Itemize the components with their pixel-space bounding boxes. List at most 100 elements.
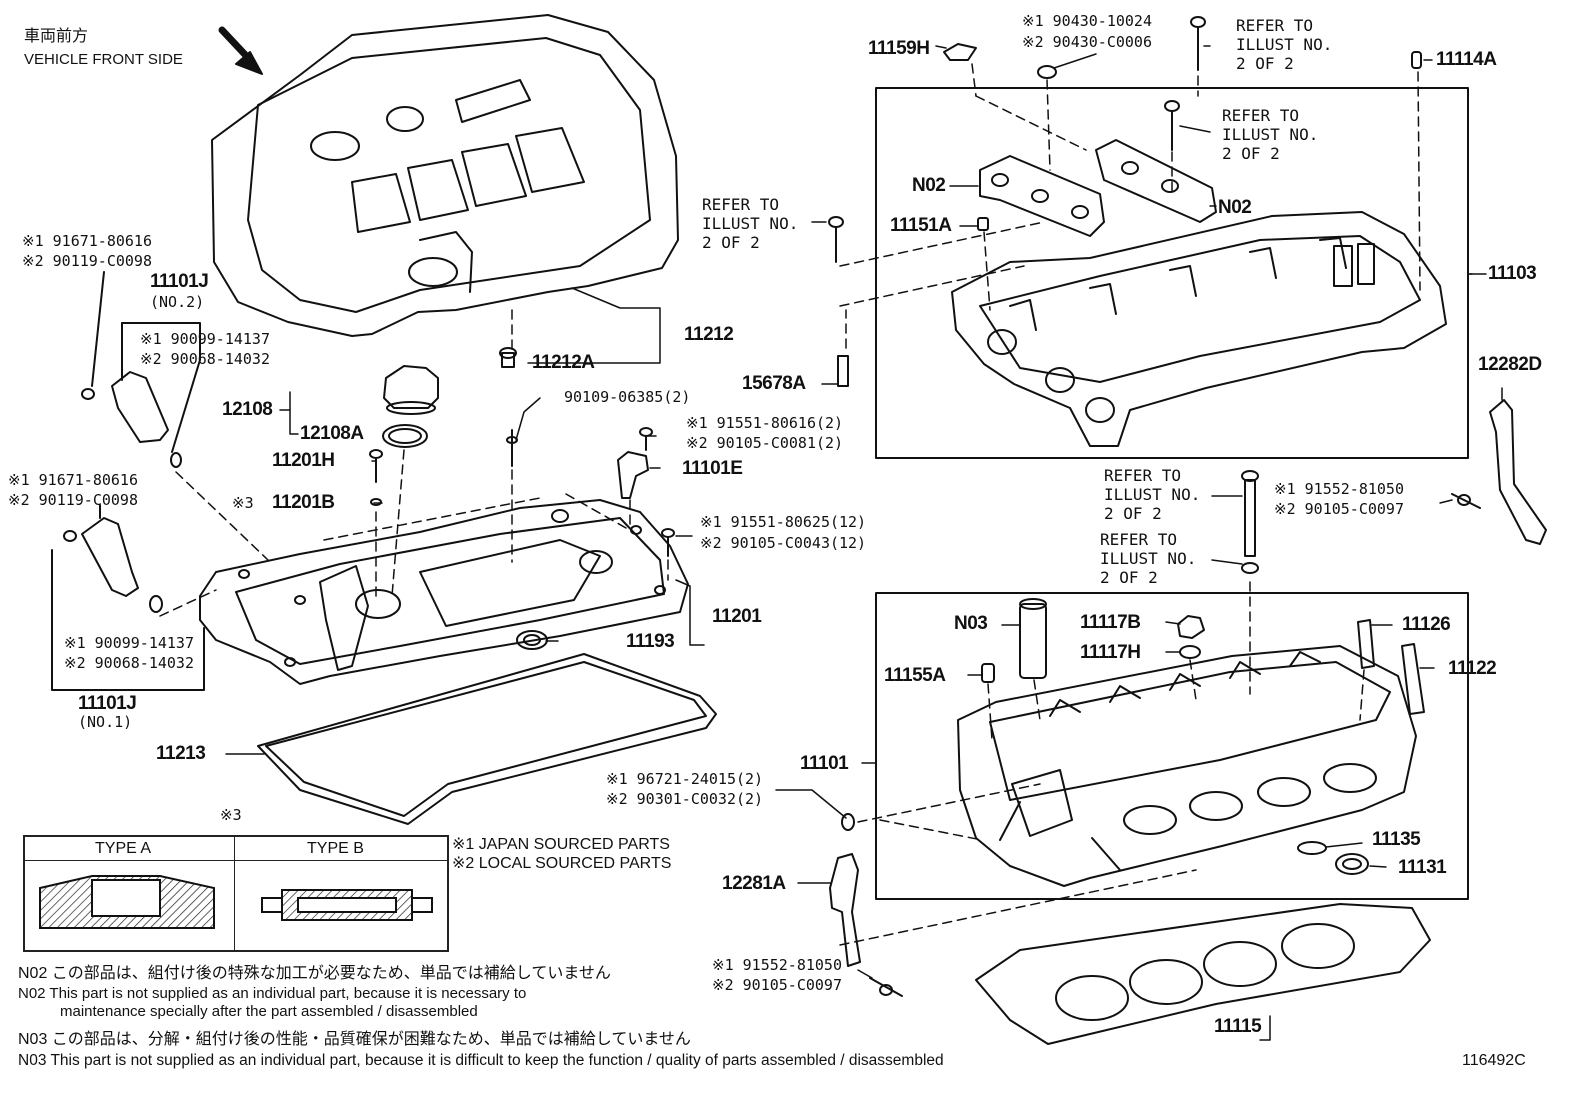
part-11159H[interactable]: 11159H: [868, 38, 930, 59]
cylinder-head-cover-drawing: [199, 499, 689, 685]
refer-illust-1: REFER TO ILLUST NO. 2 OF 2: [1236, 16, 1333, 73]
part-11101J-no2[interactable]: 11101J: [150, 271, 209, 292]
part-12108A[interactable]: 12108A: [300, 423, 364, 444]
code-90105-C0081: ※2 90105-C0081(2): [686, 434, 844, 452]
code-90301-C0032: ※2 90301-C0032(2): [606, 790, 764, 808]
note-n03-jp: N03 この部品は、分解・組付け後の性能・品質確保が困難なため、単品では補給して…: [18, 1031, 691, 1048]
cylinder-head-small-parts: [841, 598, 1425, 875]
legend-local-sourced: ※2 LOCAL SOURCED PARTS: [452, 855, 672, 872]
leader-lines: [225, 45, 1503, 1041]
code-91552-81050-a: ※1 91552-81050: [1274, 480, 1404, 498]
note-n02-en-1: N02 This part is not supplied as an indi…: [18, 985, 527, 1002]
legend-mark: ※3: [220, 806, 242, 824]
note-n02-en-2: maintenance specially after the part ass…: [60, 1003, 478, 1020]
note-n03-en: N03 This part is not supplied as an indi…: [18, 1052, 944, 1069]
head-bolt-drawing: [1241, 470, 1259, 574]
part-11114A[interactable]: 11114A: [1436, 49, 1497, 70]
seal-type-legend: TYPE A TYPE B: [23, 835, 449, 952]
part-11193[interactable]: 11193: [626, 631, 675, 652]
misc-small-parts-camhousing: [828, 16, 1422, 387]
part-11122[interactable]: 11122: [1448, 658, 1497, 679]
code-91551-80625: ※1 91551-80625(12): [700, 513, 867, 531]
oil-filler-cap-drawing: [382, 365, 439, 448]
legend-type-b: TYPE B: [307, 840, 364, 857]
part-12281A[interactable]: 12281A: [722, 873, 786, 894]
code-96721-24015: ※1 96721-24015(2): [606, 770, 764, 788]
engine-cover-drawing: [211, 14, 679, 337]
refer-illust-2: REFER TO ILLUST NO. 2 OF 2: [1222, 106, 1319, 163]
part-11101[interactable]: 11101: [800, 753, 849, 774]
code-type-mark: ※3: [232, 494, 254, 512]
cam-sensor-drawing: [617, 451, 649, 499]
oil-control-valve-no1-drawing: [63, 517, 163, 613]
part-11131[interactable]: 11131: [1398, 857, 1447, 878]
head-cover-gasket-drawing: [257, 653, 717, 825]
code-90119-C0098-b: ※2 90119-C0098: [8, 491, 138, 509]
code-90119-C0098-a: ※2 90119-C0098: [22, 252, 152, 270]
camshaft-housing-box: [875, 87, 1469, 459]
note-n02-jp: N02 この部品は、組付け後の特殊な加工が必要なため、単品では補給していません: [18, 965, 611, 982]
part-11155A[interactable]: 11155A: [884, 665, 946, 686]
vehicle-front-arrow-icon: [218, 26, 263, 75]
part-11212A[interactable]: 11212A: [532, 352, 595, 373]
vehicle-front-jp: 車両前方: [24, 28, 89, 45]
plug-seal-drawing: [516, 630, 548, 650]
cylinderhead-dashed-lines: [839, 581, 1365, 946]
oil-control-valve-no2-drawing: [81, 371, 182, 468]
code-90109-06385: 90109-06385(2): [564, 388, 691, 406]
part-11101J-no2-qual: (NO.2): [150, 293, 205, 311]
part-15678A[interactable]: 15678A: [742, 373, 806, 394]
part-11101E[interactable]: 11101E: [682, 458, 743, 479]
part-11117B[interactable]: 11117B: [1080, 612, 1141, 633]
head-cover-dashed-lines: [159, 309, 669, 617]
code-90105-C0097-b: ※2 90105-C0097: [712, 976, 842, 994]
code-91671-80616-b: ※1 91671-80616: [8, 471, 138, 489]
legend-japan-sourced: ※1 JAPAN SOURCED PARTS: [452, 836, 670, 853]
code-90105-C0097-a: ※2 90105-C0097: [1274, 500, 1404, 518]
part-11212[interactable]: 11212: [684, 324, 734, 345]
part-11201B[interactable]: 11201B: [272, 492, 335, 513]
part-11213[interactable]: 11213: [156, 743, 206, 764]
engine-hanger-rear-drawing: [1451, 399, 1547, 545]
head-cover-bolts-drawing: [369, 347, 675, 557]
part-11103[interactable]: 11103: [1488, 263, 1537, 284]
type-b-seal-illustration: [261, 889, 433, 921]
refer-illust-4: REFER TO ILLUST NO. 2 OF 2: [1104, 466, 1201, 523]
code-91551-80616: ※1 91551-80616(2): [686, 414, 844, 432]
cylinder-head-box: [875, 592, 1469, 900]
camhousing-dashed-lines: [839, 63, 1421, 349]
illustration-number: 116492C: [1462, 1052, 1526, 1069]
part-11201[interactable]: 11201: [712, 606, 762, 627]
part-11101J-no1[interactable]: 11101J: [78, 693, 137, 714]
code-90068-14032-a: ※2 90068-14032: [140, 350, 270, 368]
code-90099-14137-b: ※1 90099-14137: [64, 634, 194, 652]
part-11117H[interactable]: 11117H: [1080, 642, 1141, 663]
part-11151A[interactable]: 11151A: [890, 215, 952, 236]
code-90099-14137-a: ※1 90099-14137: [140, 330, 270, 348]
head-gasket-drawing: [975, 903, 1431, 1045]
refer-illust-5: REFER TO ILLUST NO. 2 OF 2: [1100, 530, 1197, 587]
part-N03[interactable]: N03: [954, 613, 988, 634]
part-11201H[interactable]: 11201H: [272, 450, 335, 471]
part-12108[interactable]: 12108: [222, 399, 273, 420]
type-a-seal-illustration: [39, 875, 215, 929]
code-90105-C0043: ※2 90105-C0043(12): [700, 534, 867, 552]
part-11126[interactable]: 11126: [1402, 614, 1451, 635]
part-11101J-no1-qual: (NO.1): [78, 713, 133, 731]
engine-hanger-front-drawing: [829, 853, 903, 997]
code-90430-10024: ※1 90430-10024: [1022, 12, 1152, 30]
legend-type-a: TYPE A: [95, 840, 152, 857]
code-90430-C0006: ※2 90430-C0006: [1022, 33, 1152, 51]
camshaft-bearing-cap-drawing: [979, 139, 1217, 237]
ocv-leader-lines: [51, 271, 205, 691]
part-11115[interactable]: 11115: [1214, 1016, 1262, 1037]
code-91552-81050-b: ※1 91552-81050: [712, 956, 842, 974]
part-12282D[interactable]: 12282D: [1478, 354, 1542, 375]
refer-illust-3: REFER TO ILLUST NO. 2 OF 2: [702, 195, 799, 252]
part-N02-b[interactable]: N02: [1218, 197, 1252, 218]
vehicle-front-en: VEHICLE FRONT SIDE: [24, 51, 183, 68]
part-N02-a[interactable]: N02: [912, 175, 946, 196]
part-11135[interactable]: 11135: [1372, 829, 1421, 850]
cylinder-head-drawing: [957, 645, 1417, 887]
